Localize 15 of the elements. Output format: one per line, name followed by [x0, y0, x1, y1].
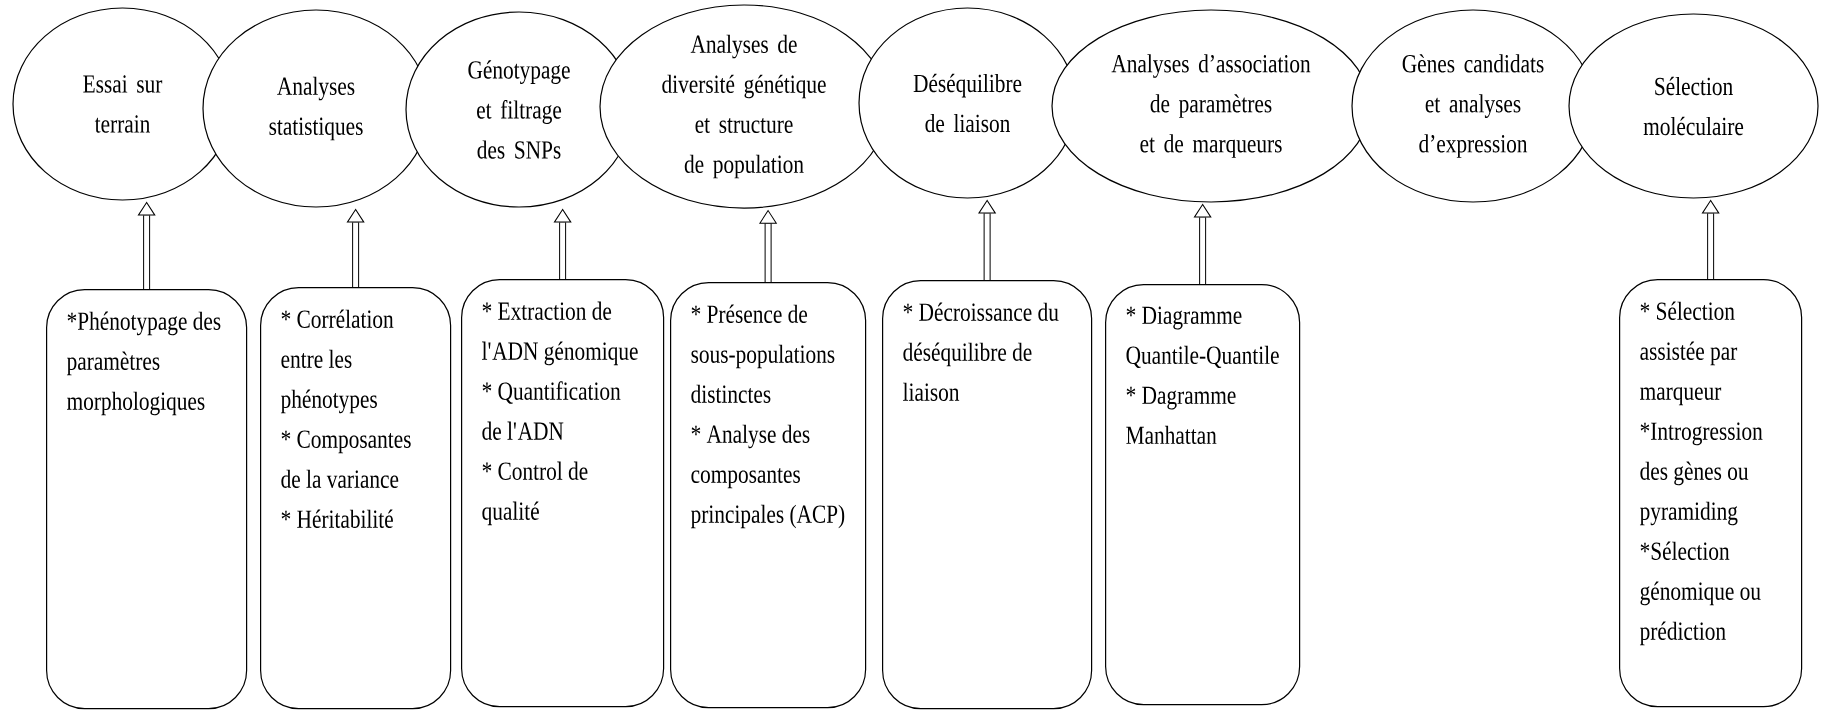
text-box: * Sélection assistée par marqueur *Introgression des gènes ou pyramiding *Sélection génomique ou prédiction: [1619, 279, 1803, 708]
hollow-arrow: [1701, 200, 1720, 279]
hollow-arrow: [759, 210, 777, 282]
text-box: * Diagramme Quantile-Quantile * Dagramme Manhattan: [1105, 284, 1301, 706]
hollow-arrow: [553, 209, 572, 279]
hollow-arrow: [137, 202, 156, 289]
hollow-arrow: [1193, 204, 1212, 284]
hollow-arrow: [978, 200, 996, 280]
text-box: * Extraction de l'ADN génomique * Quantification de l'ADN * Control de qualité: [461, 279, 665, 708]
hollow-arrow: [346, 209, 365, 287]
text-box: * Décroissance du déséquilibre de liaison: [882, 280, 1093, 710]
text-box: * Corrélation entre les phénotypes * Composantes de la variance * Héritabilité: [260, 287, 452, 710]
node-label: Sélection moléculaire: [1643, 76, 1744, 136]
text-box: *Phénotypage des paramètres morphologiques: [46, 289, 248, 710]
text-box: * Présence de sous-populations distinctes * Analyse des composantes principales (ACP): [670, 282, 867, 709]
